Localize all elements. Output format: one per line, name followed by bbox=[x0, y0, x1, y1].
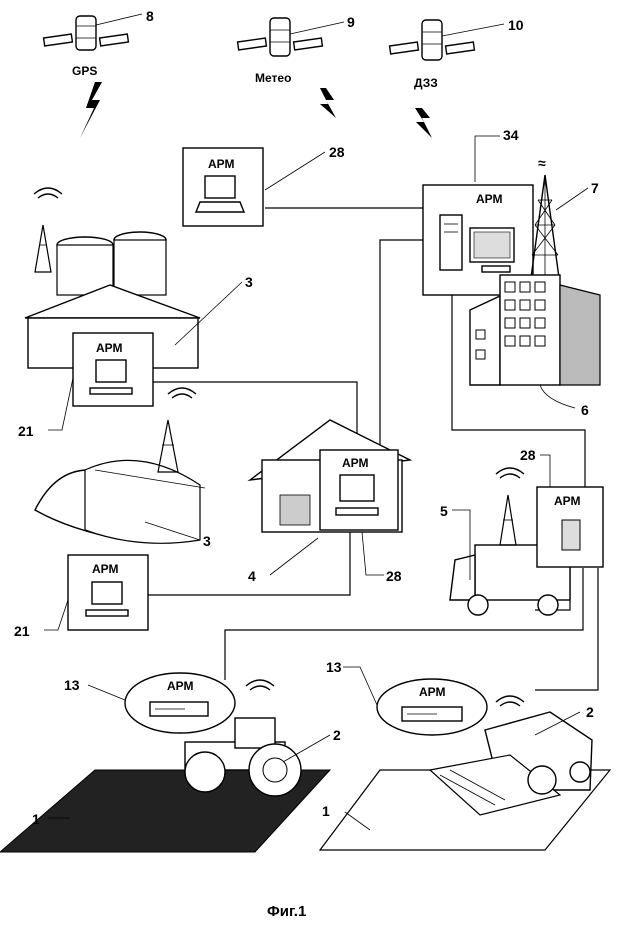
computer-monitor-icon bbox=[340, 475, 374, 501]
satellite-gps-label: GPS bbox=[72, 64, 97, 78]
building-number: 6 bbox=[581, 402, 589, 418]
server-unit-icon bbox=[562, 520, 580, 550]
lightning-icon bbox=[80, 82, 102, 138]
satellite-dzz-number: 10 bbox=[508, 17, 524, 33]
satellite-meteo-label: Метео bbox=[255, 71, 291, 85]
antenna-tower-icon bbox=[158, 420, 178, 472]
lightning-bolts bbox=[80, 82, 432, 138]
arm-label: АРМ bbox=[419, 685, 446, 699]
truck-number: 5 bbox=[440, 503, 448, 519]
satellite-meteo-number: 9 bbox=[347, 14, 355, 30]
arm-number: 28 bbox=[329, 144, 345, 160]
combine-number: 2 bbox=[586, 704, 594, 720]
computer-monitor-icon bbox=[92, 582, 122, 604]
arm-number: 28 bbox=[520, 447, 536, 463]
hangar: 3 bbox=[35, 420, 211, 549]
warehouse-number: 3 bbox=[245, 274, 253, 290]
signal-waves-icon: ≈ bbox=[538, 155, 546, 171]
arm-number: 21 bbox=[14, 623, 30, 639]
radio-tower: ≈ 7 bbox=[530, 155, 599, 285]
lightning-icon bbox=[320, 88, 336, 118]
arm-number: 13 bbox=[326, 659, 342, 675]
arm-label: АРМ bbox=[96, 341, 123, 355]
computer-monitor-icon bbox=[96, 360, 126, 382]
hangar-number: 3 bbox=[203, 533, 211, 549]
laptop-keyboard-icon bbox=[196, 202, 244, 212]
arm-number: 34 bbox=[503, 127, 519, 143]
antenna-tower-icon bbox=[500, 495, 516, 545]
arm-label: АРМ bbox=[476, 192, 503, 206]
arm-number: 28 bbox=[386, 568, 402, 584]
satellite-meteo: 9 Метео bbox=[238, 14, 355, 85]
arm-office[interactable]: АРМ 28 bbox=[320, 450, 402, 584]
office-number: 4 bbox=[248, 568, 256, 584]
office-building: 6 bbox=[470, 275, 600, 418]
tractor-number: 2 bbox=[333, 727, 341, 743]
satellite-gps-number: 8 bbox=[146, 8, 154, 24]
arm-label: АРМ bbox=[342, 456, 369, 470]
arm-label: АРМ bbox=[208, 157, 235, 171]
arm-left-bottom[interactable]: АРМ 21 bbox=[14, 555, 148, 639]
arm-tractor[interactable]: АРМ 13 bbox=[64, 673, 235, 733]
arm-combine[interactable]: АРМ 13 bbox=[326, 659, 487, 735]
arm-top-center[interactable]: АРМ 28 bbox=[183, 144, 345, 226]
arm-main-server[interactable]: АРМ 34 bbox=[423, 127, 533, 295]
arm-label: АРМ bbox=[554, 494, 581, 508]
arm-label: АРМ bbox=[167, 679, 194, 693]
antenna-tower-icon bbox=[35, 225, 51, 272]
field-number: 1 bbox=[32, 811, 40, 827]
server-tower-icon bbox=[440, 215, 462, 270]
satellite-dzz: 10 ДЗЗ bbox=[390, 17, 524, 90]
figure-caption: Фиг.1 bbox=[267, 903, 306, 920]
arm-label: АРМ bbox=[92, 562, 119, 576]
tractor: 2 1 bbox=[0, 718, 341, 852]
arm-number: 13 bbox=[64, 677, 80, 693]
satellite-gps: 8 GPS bbox=[44, 8, 154, 78]
field-number: 1 bbox=[322, 803, 330, 819]
lightning-icon bbox=[415, 108, 432, 138]
tower-number: 7 bbox=[591, 180, 599, 196]
satellite-dzz-label: ДЗЗ bbox=[414, 76, 438, 90]
link-arm34-to-office bbox=[380, 240, 423, 450]
arm-number: 21 bbox=[18, 423, 34, 439]
computer-monitor-icon bbox=[205, 176, 235, 198]
